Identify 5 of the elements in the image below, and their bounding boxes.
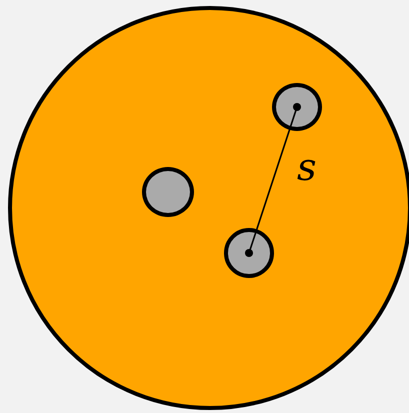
distance-line (245, 103, 301, 257)
edge-label: s (297, 148, 317, 186)
particle-circle (224, 228, 274, 278)
particle-circle (142, 167, 194, 217)
particle-circle (272, 83, 322, 131)
